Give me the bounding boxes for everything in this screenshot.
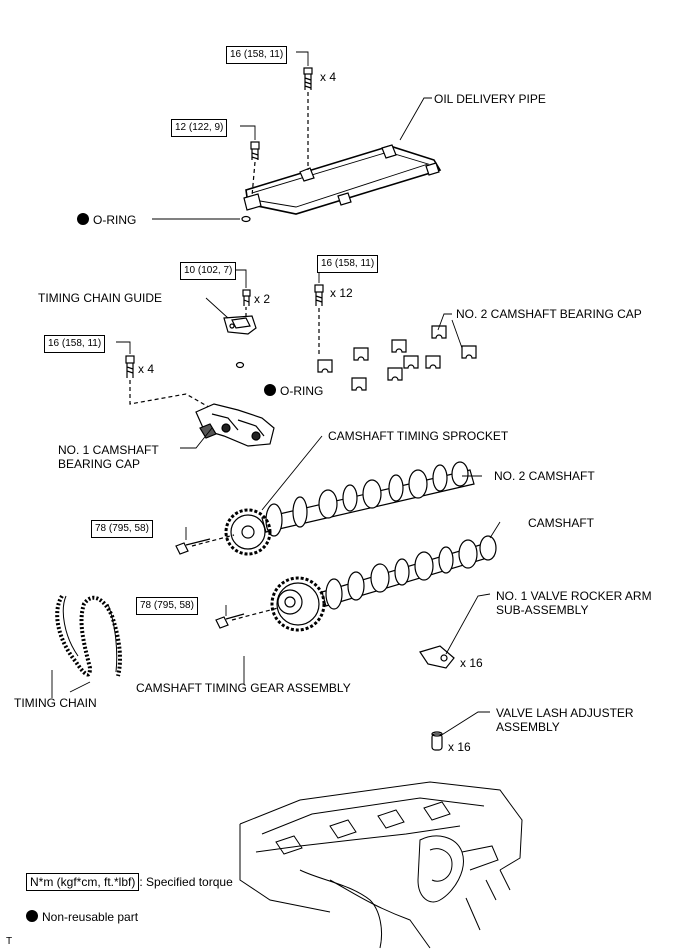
lash-adjuster-part	[431, 731, 443, 751]
torque-callout-oil-pipe-bolt: 16 (158, 11)	[226, 46, 288, 64]
label-camshaft: CAMSHAFT	[528, 516, 594, 530]
corner-mark: T	[6, 936, 13, 947]
label-camshaft-timing-sprocket: CAMSHAFT TIMING SPROCKET	[328, 429, 509, 443]
label-no1-valve-rocker-arm: NO. 1 VALVE ROCKER ARM SUB-ASSEMBLY	[496, 589, 652, 617]
oil-delivery-pipe-part	[243, 144, 442, 215]
legend-torque-text: : Specified torque	[139, 875, 233, 889]
legend-nonreusable: Non-reusable part	[26, 910, 138, 924]
label-no1-camshaft-bearing-cap: NO. 1 CAMSHAFT BEARING CAP	[58, 443, 159, 471]
nonreusable-dot-icon	[264, 384, 276, 396]
legend-torque-box: N*m (kgf*cm, ft.*lbf)	[26, 873, 140, 891]
qty-rocker-arm: x 16	[460, 656, 483, 670]
o-ring-lower-part	[235, 361, 245, 369]
no1-camshaft-bearing-cap-part	[195, 403, 275, 447]
camshaft-timing-sprocket-part	[224, 508, 272, 556]
label-o-ring-upper: O-RING	[77, 213, 136, 227]
leader-lines	[51, 51, 501, 737]
oil-pipe-union-bolt-part	[250, 141, 260, 160]
qty-lash-adjuster: x 16	[448, 740, 471, 754]
torque-callout-chain-guide-bolt: 10 (102, 7)	[180, 262, 237, 280]
camshaft-timing-gear-part	[270, 576, 326, 632]
qty-bearing-cap-bolt: x 12	[330, 286, 353, 300]
no2-camshaft-part	[261, 461, 475, 537]
label-timing-chain-guide: TIMING CHAIN GUIDE	[38, 291, 163, 305]
bearing-cap-bolt-part	[314, 284, 324, 306]
torque-callout-sprocket-bolt: 78 (795, 58)	[91, 520, 153, 538]
oil-pipe-bolt-part	[303, 67, 313, 90]
timing-chain-guide-part	[223, 315, 257, 335]
chain-guide-bolt-part	[242, 289, 251, 306]
no1-cap-dashed-line	[129, 380, 215, 411]
label-timing-chain: TIMING CHAIN	[14, 696, 97, 710]
no2-bearing-caps-part	[317, 325, 477, 391]
engine-block-sketch	[239, 781, 523, 949]
nonreusable-dot-icon	[77, 213, 89, 225]
qty-oil-pipe-bolt: x 4	[320, 70, 337, 84]
label-no2-camshaft: NO. 2 CAMSHAFT	[494, 469, 595, 483]
label-o-ring-lower: O-RING	[264, 384, 323, 398]
rocker-arm-part	[419, 645, 455, 669]
camshaft-part	[321, 535, 497, 610]
legend-specified-torque: N*m (kgf*cm, ft.*lbf): Specified torque	[26, 873, 233, 891]
sprocket-bolt-part	[175, 538, 211, 555]
union-bolt-dashed-line	[251, 161, 256, 197]
label-camshaft-timing-gear-assembly: CAMSHAFT TIMING GEAR ASSEMBLY	[136, 681, 351, 695]
timing-chain-part	[55, 594, 122, 677]
label-no2-camshaft-bearing-cap: NO. 2 CAMSHAFT BEARING CAP	[456, 307, 642, 321]
torque-callout-oil-pipe-union: 12 (122, 9)	[171, 119, 228, 137]
o-ring-upper-part	[241, 215, 251, 223]
torque-callout-gear-bolt: 78 (795, 58)	[136, 597, 198, 615]
torque-callout-no1-cap-bolt: 16 (158, 11)	[44, 335, 106, 353]
qty-no1-cap-bolt: x 4	[138, 362, 155, 376]
nonreusable-dot-icon	[26, 910, 38, 922]
gear-bolt-part	[215, 613, 245, 629]
gear-bolt-dashed-line	[231, 607, 279, 621]
label-valve-lash-adjuster: VALVE LASH ADJUSTER ASSEMBLY	[496, 706, 634, 734]
qty-chain-guide-bolt: x 2	[254, 292, 271, 306]
no1-cap-bolt-part	[125, 355, 135, 378]
label-oil-delivery-pipe: OIL DELIVERY PIPE	[434, 92, 546, 106]
sprocket-bolt-dashed-line	[191, 534, 235, 547]
legend-nonreusable-text: Non-reusable part	[42, 910, 139, 924]
torque-callout-bearing-cap-bolt: 16 (158, 11)	[317, 255, 379, 273]
